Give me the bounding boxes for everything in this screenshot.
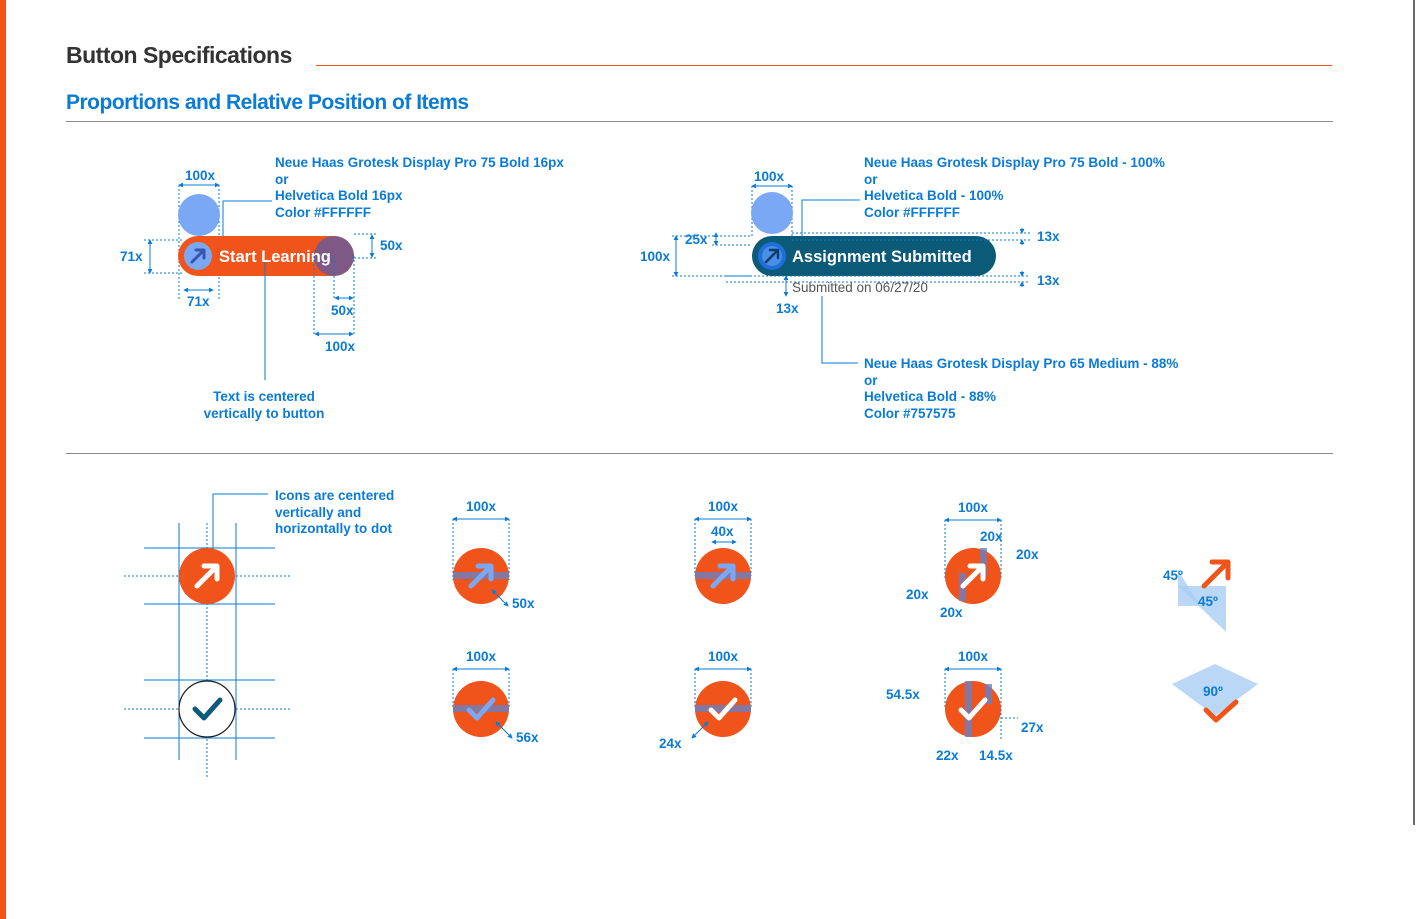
sub-font-note-line-2: or	[864, 373, 878, 388]
dim-right-50x: 50x	[380, 238, 403, 253]
centered-note-line-1: Text is centered	[213, 389, 315, 404]
check2-dim-width: 100x	[708, 649, 739, 664]
arrow1-dim-50x: 50x	[512, 596, 535, 611]
font-note-line-2: or	[275, 172, 289, 187]
check-icon	[1203, 699, 1239, 723]
angle-45-a: 45º	[1163, 568, 1183, 583]
section-subtitle: Proportions and Relative Position of Ite…	[66, 91, 469, 114]
font-note-line-1: Neue Haas Grotesk Display Pro 75 Bold 16…	[275, 155, 564, 170]
icon-note-line-3: horizontally to dot	[275, 521, 392, 536]
check3-dim-22: 22x	[936, 748, 959, 763]
icon-centering-spec: Icons are centered vertically and horizo…	[124, 488, 394, 778]
font-note-r-line-3: Helvetica Bold - 100%	[864, 188, 1004, 203]
assignment-submitted-button[interactable]	[752, 236, 996, 276]
check1-dim-width: 100x	[466, 649, 497, 664]
arrow-up-right-icon	[190, 248, 206, 264]
sub-font-note-line-4: Color #757575	[864, 406, 956, 421]
dim-r-13x-below: 13x	[776, 301, 799, 316]
dim-r-25x: 25x	[685, 232, 708, 247]
check3-dim-54: 54.5x	[886, 687, 920, 702]
check-spec-2: 100x 24x	[659, 649, 752, 751]
arrow-up-right-icon	[960, 563, 986, 589]
check-icon	[958, 697, 988, 721]
dim-top-width: 100x	[185, 168, 216, 183]
assignment-submitted-label: Assignment Submitted	[792, 248, 972, 266]
left-edge-bar	[0, 0, 6, 919]
dim-right-width-50x: 50x	[331, 303, 354, 318]
font-note-r-line-1: Neue Haas Grotesk Display Pro 75 Bold - …	[864, 155, 1165, 170]
dim-r-13x-bottom: 13x	[1037, 273, 1060, 288]
arrow3-dim-c: 20x	[906, 587, 929, 602]
check-angle-spec: 90º	[1172, 664, 1258, 723]
dot-reference-circle-r	[751, 192, 793, 234]
arrow-spec-1: 100x 50x	[452, 499, 535, 611]
arrow-up-right-icon	[1201, 559, 1231, 589]
check-spec-1: 100x 56x	[452, 649, 539, 745]
arrow3-dim-b: 20x	[1016, 547, 1039, 562]
dim-bottom-71x: 71x	[187, 294, 210, 309]
check-icon	[466, 697, 496, 721]
icon-note-line-2: vertically and	[275, 505, 361, 520]
check3-dim-27: 27x	[1021, 720, 1044, 735]
dim-right-total-100x: 100x	[325, 339, 356, 354]
section-divider	[66, 453, 1333, 454]
assignment-submitted-spec: Neue Haas Grotesk Display Pro 75 Bold - …	[640, 155, 1178, 421]
arrow3-dim-width: 100x	[958, 500, 989, 515]
dim-height-71x: 71x	[120, 249, 143, 264]
font-note-line-4: Color #FFFFFF	[275, 205, 371, 220]
check-dot	[178, 680, 236, 738]
dim-r-13x-top: 13x	[1037, 229, 1060, 244]
check-icon	[192, 697, 223, 721]
title-underline	[316, 65, 1332, 66]
dot-reference-circle	[178, 194, 220, 236]
page-title: Button Specifications	[66, 42, 292, 68]
start-learning-button[interactable]	[178, 236, 354, 276]
icon-note-line-1: Icons are centered	[275, 488, 394, 503]
arrow-spec-3: 100x 20x 20x 20x 20x	[906, 500, 1039, 620]
subtitle-divider	[66, 121, 1333, 122]
arrow-up-right-icon	[194, 563, 220, 589]
check2-dim-24x: 24x	[659, 736, 682, 751]
right-edge-line	[1413, 0, 1415, 825]
arrow1-dim-width: 100x	[466, 499, 497, 514]
check-icon	[708, 697, 738, 721]
check3-dim-14: 14.5x	[979, 748, 1013, 763]
submitted-on-label: Submitted on 06/27/20	[792, 280, 928, 295]
angle-45-b: 45º	[1198, 594, 1218, 609]
arrow3-dim-a: 20x	[980, 529, 1003, 544]
start-learning-spec: Neue Haas Grotesk Display Pro 75 Bold 16…	[120, 155, 564, 421]
sub-font-note-line-1: Neue Haas Grotesk Display Pro 65 Medium …	[864, 356, 1178, 371]
check3-dim-width: 100x	[958, 649, 989, 664]
check-spec-3: 100x 54.5x 27x 22x 14.5x	[886, 649, 1044, 763]
font-note-r-line-2: or	[864, 172, 878, 187]
dim-r-height-100x: 100x	[640, 249, 671, 264]
arrow-spec-2: 100x 40x	[694, 499, 752, 604]
check1-dim-56x: 56x	[516, 730, 539, 745]
font-note-r-line-4: Color #FFFFFF	[864, 205, 960, 220]
dim-r-top-width: 100x	[754, 169, 785, 184]
arrow-angle-spec: 45º 45º	[1163, 559, 1231, 632]
arrow3-dim-d: 20x	[940, 605, 963, 620]
arrow-up-right-icon	[710, 563, 736, 589]
sub-font-note-line-3: Helvetica Bold - 88%	[864, 389, 996, 404]
centered-note-line-2: vertically to button	[204, 406, 325, 421]
arrow2-dim-width: 100x	[708, 499, 739, 514]
arrow2-dim-40x: 40x	[711, 524, 734, 539]
arrow-up-right-icon	[764, 248, 780, 264]
start-learning-label: Start Learning	[219, 248, 331, 266]
font-note-line-3: Helvetica Bold 16px	[275, 188, 403, 203]
angle-90: 90º	[1203, 684, 1223, 699]
arrow-up-right-icon	[468, 563, 494, 589]
